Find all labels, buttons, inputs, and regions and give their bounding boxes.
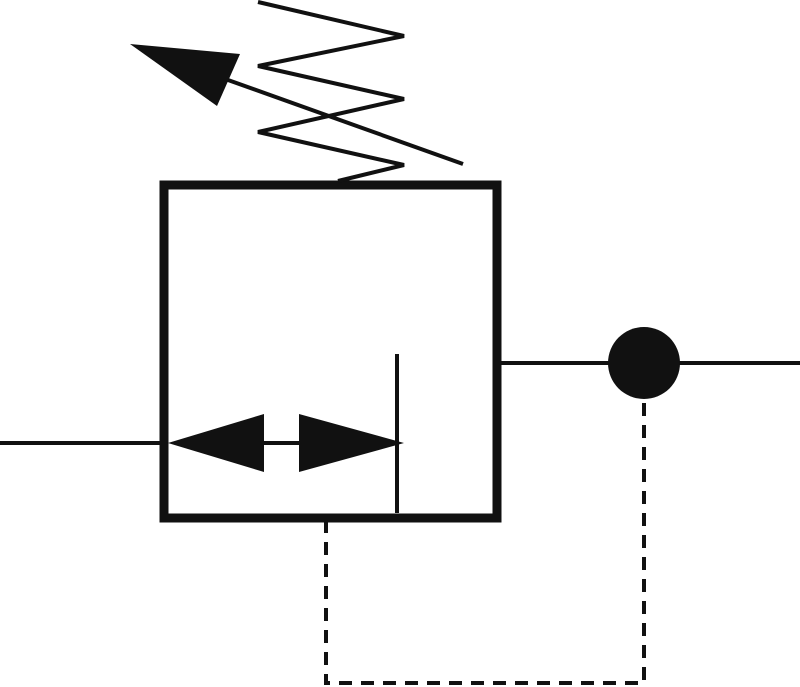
adjustment-arrow-icon bbox=[130, 44, 464, 166]
flow-arrow-double bbox=[168, 414, 404, 472]
adjustment-arrow-shaft bbox=[227, 78, 464, 166]
flow-arrowhead-right-icon bbox=[299, 414, 404, 472]
flow-arrowhead-left-icon bbox=[168, 414, 264, 472]
junction-dot bbox=[608, 327, 680, 399]
spring-icon bbox=[257, 0, 405, 183]
valve-body-square bbox=[159, 180, 502, 523]
adjustment-arrowhead-icon bbox=[130, 44, 240, 106]
pilot-line-dashed bbox=[324, 395, 646, 685]
